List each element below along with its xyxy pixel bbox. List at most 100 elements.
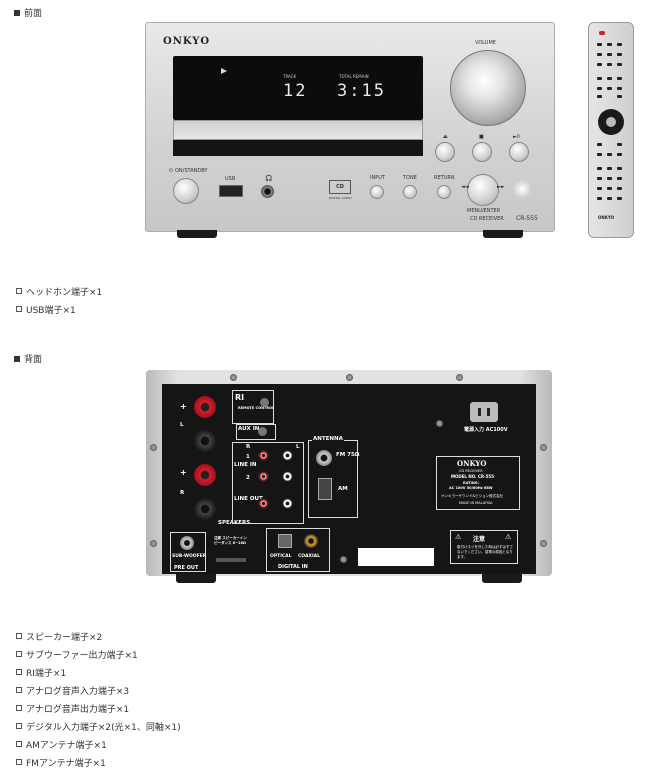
checkbox-square-icon (16, 306, 22, 312)
speaker-l-minus-terminal[interactable] (194, 430, 216, 452)
checkbox-square-icon (16, 669, 22, 675)
list-item: デジタル入力端子×2(光×1、同軸×1) (16, 717, 181, 735)
optical-label: OPTICAL (270, 554, 292, 559)
speaker-l-plus-terminal[interactable] (194, 396, 216, 418)
tone-label: TONE (403, 175, 417, 181)
checkbox-square-icon (16, 759, 22, 765)
checkbox-square-icon (16, 651, 22, 657)
plate-rating: RATING: (463, 481, 480, 485)
rating-plate: ONKYO CD RECEIVER MODEL NO. CR-555 RATIN… (436, 456, 520, 510)
line-out-label: LINE OUT (234, 496, 263, 502)
plate-maker: オンキヨーサウンド&ビジョン株式会社 (441, 494, 504, 498)
speaker-r-label: R (180, 490, 185, 496)
caution-text: 取付けネジを外した時は必ずはずさないでください。感電の原因となります。 (457, 545, 513, 559)
subwoofer-jack[interactable] (180, 536, 194, 550)
previous-icon: ◄◄ (461, 184, 469, 190)
input-label: INPUT (370, 175, 385, 181)
line-in-label: LINE IN (234, 462, 257, 468)
remote-control-label: REMOTE CONTROL (238, 406, 275, 410)
optical-jack[interactable] (278, 534, 292, 548)
plate-type: CD RECEIVER (459, 469, 483, 473)
front-section-heading: 前面 (14, 6, 42, 19)
line-in-2-r-jack[interactable] (258, 471, 269, 482)
input-button[interactable] (370, 185, 384, 199)
checkbox-square-icon (16, 705, 22, 711)
eject-icon: ⏏ (443, 134, 448, 140)
volume-label: VOLUME (475, 40, 496, 46)
fm-antenna-jack[interactable] (316, 450, 332, 466)
shock-warning-icon: ⚠ (505, 533, 512, 541)
speaker-impedance-caution: 注意 スピーカーインピーダンス 6~16Ω (214, 536, 247, 545)
list-item: アナログ音声入力端子×3 (16, 681, 181, 699)
list-item: FMアンテナ端子×1 (16, 753, 181, 771)
next-icon: ►► (497, 184, 505, 190)
l-label: L (296, 444, 300, 450)
stop-icon: ■ (479, 134, 484, 140)
line-in-1-l-jack[interactable] (282, 450, 293, 461)
cd-tray (173, 120, 423, 140)
play-pause-icon: ►II (513, 134, 520, 140)
cd-logo-text: DIGITAL AUDIO (329, 196, 352, 200)
display-panel: TRACK TOTAL REMAIN 12 3:15 (173, 56, 423, 120)
play-pause-button[interactable] (509, 142, 529, 162)
coaxial-jack[interactable] (304, 534, 318, 548)
stop-button[interactable] (472, 142, 492, 162)
on-standby-button[interactable] (173, 178, 199, 204)
line-in-1-r-jack[interactable] (258, 450, 269, 461)
line-out-r-jack[interactable] (258, 498, 269, 509)
track-number: 12 (283, 81, 308, 101)
caution-plate: ⚠ 注意 ⚠ 取付けネジを外した時は必ずはずさないでください。感電の原因となりま… (450, 530, 518, 564)
am-antenna-terminal[interactable] (318, 478, 332, 500)
ri-label: RI (235, 393, 245, 402)
remote-control-image: ONKYO (588, 22, 634, 238)
plate-origin: MADE IN MALAYSIA (459, 501, 493, 505)
checkbox-square-icon (16, 288, 22, 294)
plate-brand: ONKYO (457, 459, 487, 468)
power-icon: ⏻ (169, 168, 173, 174)
volume-knob[interactable] (450, 50, 526, 126)
front-features-list: ヘッドホン端子×1 USB端子×1 (16, 282, 102, 318)
line-out-l-jack[interactable] (282, 498, 293, 509)
square-bullet-icon (14, 355, 20, 362)
time-remain: 3:15 (337, 81, 386, 101)
list-item: USB端子×1 (16, 300, 102, 318)
square-bullet-icon (14, 9, 20, 16)
tone-button[interactable] (403, 185, 417, 199)
speaker-plus-label: + (180, 402, 187, 411)
remote-nav-pad (598, 109, 624, 135)
eject-button[interactable] (435, 142, 455, 162)
list-item: RI端子×1 (16, 663, 181, 681)
ch2-label: 2 (246, 475, 250, 481)
on-standby-label: ON/STANDBY (175, 168, 208, 174)
ri-jack[interactable] (260, 398, 269, 407)
return-button[interactable] (437, 185, 451, 199)
line-in-2-l-jack[interactable] (282, 471, 293, 482)
aux-in-jack[interactable] (258, 427, 267, 436)
model-number: CR-555 (516, 215, 538, 222)
ac-power-inlet[interactable] (470, 402, 498, 422)
usb-port[interactable] (219, 185, 243, 197)
rear-section-heading: 背面 (14, 352, 42, 365)
return-label: RETURN (434, 175, 455, 181)
checkbox-square-icon (16, 741, 22, 747)
blank-serial-label (358, 548, 434, 566)
usb-label: USB (225, 176, 236, 182)
ch1-label: 1 (246, 454, 250, 460)
warning-triangle-icon: ⚠ (455, 533, 462, 541)
speaker-r-plus-terminal[interactable] (194, 464, 216, 486)
pre-out-label: PRE OUT (174, 565, 199, 571)
rear-panel-image: + + L R SPEAKERS RI REMOTE CONTROL AUX I… (146, 370, 552, 586)
caution-title: 注意 (473, 536, 486, 543)
menu-enter-dial[interactable] (467, 174, 499, 206)
speaker-r-minus-terminal[interactable] (194, 498, 216, 520)
plate-power: AC 100V 50/60Hz 68W (449, 486, 493, 490)
headphone-jack[interactable] (261, 185, 274, 198)
subwoofer-label: SUB-WOOFER (172, 554, 207, 559)
power-input-label: 電源入力 AC100V (464, 427, 508, 433)
remote-brand: ONKYO (598, 215, 615, 220)
total-remain-label: TOTAL REMAIN (339, 74, 369, 79)
antenna-label: ANTENNA (312, 436, 344, 442)
list-item: ヘッドホン端子×1 (16, 282, 102, 300)
rear-features-list: スピーカー端子×2 サブウーファー出力端子×1 RI端子×1 アナログ音声入力端… (16, 627, 181, 771)
headphone-icon: 🎧 (265, 175, 273, 182)
